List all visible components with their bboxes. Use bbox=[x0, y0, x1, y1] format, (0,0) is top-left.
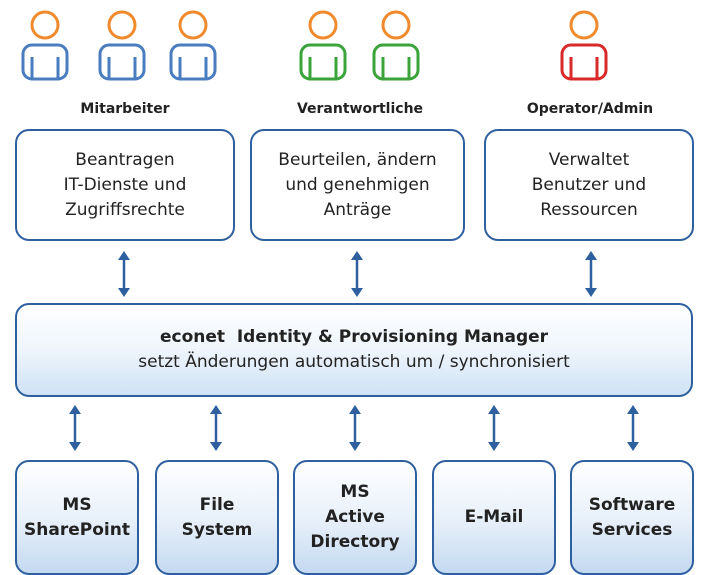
system-label: Services bbox=[591, 519, 673, 540]
role-box-line: IT-Dienste und bbox=[63, 174, 187, 195]
system-label: Software bbox=[588, 494, 676, 515]
role-box-line: Anträge bbox=[323, 199, 392, 220]
system-label: E-Mail bbox=[464, 507, 524, 527]
system-label: SharePoint bbox=[24, 519, 130, 540]
system-label: Directory bbox=[310, 532, 400, 552]
double-arrow-icon bbox=[210, 405, 222, 451]
double-arrow-icon bbox=[585, 251, 597, 297]
manager-subtitle: setzt Änderungen automatisch um / synchr… bbox=[138, 352, 570, 372]
double-arrow-icon bbox=[351, 251, 363, 297]
role-box-line: Ressourcen bbox=[540, 199, 638, 220]
double-arrow-icon bbox=[627, 405, 639, 451]
role-box-line: und genehmigen bbox=[285, 174, 430, 195]
system-box-filesystem: File System bbox=[155, 460, 279, 575]
role-box-line: Benutzer und bbox=[531, 174, 647, 195]
double-arrow-icon bbox=[118, 251, 130, 297]
verantwortliche-person-icon-1 bbox=[299, 10, 347, 81]
mitarbeiter-person-icon-1 bbox=[21, 10, 69, 81]
system-box-active-directory: MS Active Directory bbox=[293, 460, 417, 575]
group-label-mitarbeiter: Mitarbeiter bbox=[80, 101, 170, 117]
system-box-software-services: Software Services bbox=[570, 460, 694, 575]
system-label: MS bbox=[62, 494, 92, 515]
group-label-admin: Operator/Admin bbox=[526, 101, 654, 117]
verantwortliche-person-icon-2 bbox=[372, 10, 420, 81]
manager-title: econet Identity & Provisioning Manager bbox=[159, 327, 549, 347]
double-arrow-icon bbox=[69, 405, 81, 451]
system-label: System bbox=[181, 519, 253, 540]
system-box-email: E-Mail bbox=[432, 460, 556, 575]
double-arrow-icon bbox=[488, 405, 500, 451]
role-box-admin: Verwaltet Benutzer und Ressourcen bbox=[484, 129, 694, 241]
role-box-line: Beantragen bbox=[75, 149, 175, 170]
provisioning-manager-box: econet Identity & Provisioning Manager s… bbox=[15, 303, 693, 397]
role-box-line: Verwaltet bbox=[548, 149, 630, 170]
system-label: Active bbox=[325, 507, 385, 527]
role-box-line: Zugriffsrechte bbox=[65, 199, 185, 220]
system-label: MS bbox=[340, 482, 370, 502]
role-box-mitarbeiter: Beantragen IT-Dienste und Zugriffsrechte bbox=[15, 129, 235, 241]
role-box-verantwortliche: Beurteilen, ändern und genehmigen Anträg… bbox=[250, 129, 465, 241]
mitarbeiter-person-icon-2 bbox=[98, 10, 146, 81]
mitarbeiter-person-icon-3 bbox=[169, 10, 217, 81]
double-arrow-icon bbox=[349, 405, 361, 451]
system-label: File bbox=[199, 494, 235, 515]
group-label-verantwortliche: Verantwortliche bbox=[296, 101, 424, 117]
admin-person-icon bbox=[560, 10, 608, 81]
role-box-line: Beurteilen, ändern bbox=[278, 149, 437, 170]
system-box-sharepoint: MS SharePoint bbox=[15, 460, 139, 575]
